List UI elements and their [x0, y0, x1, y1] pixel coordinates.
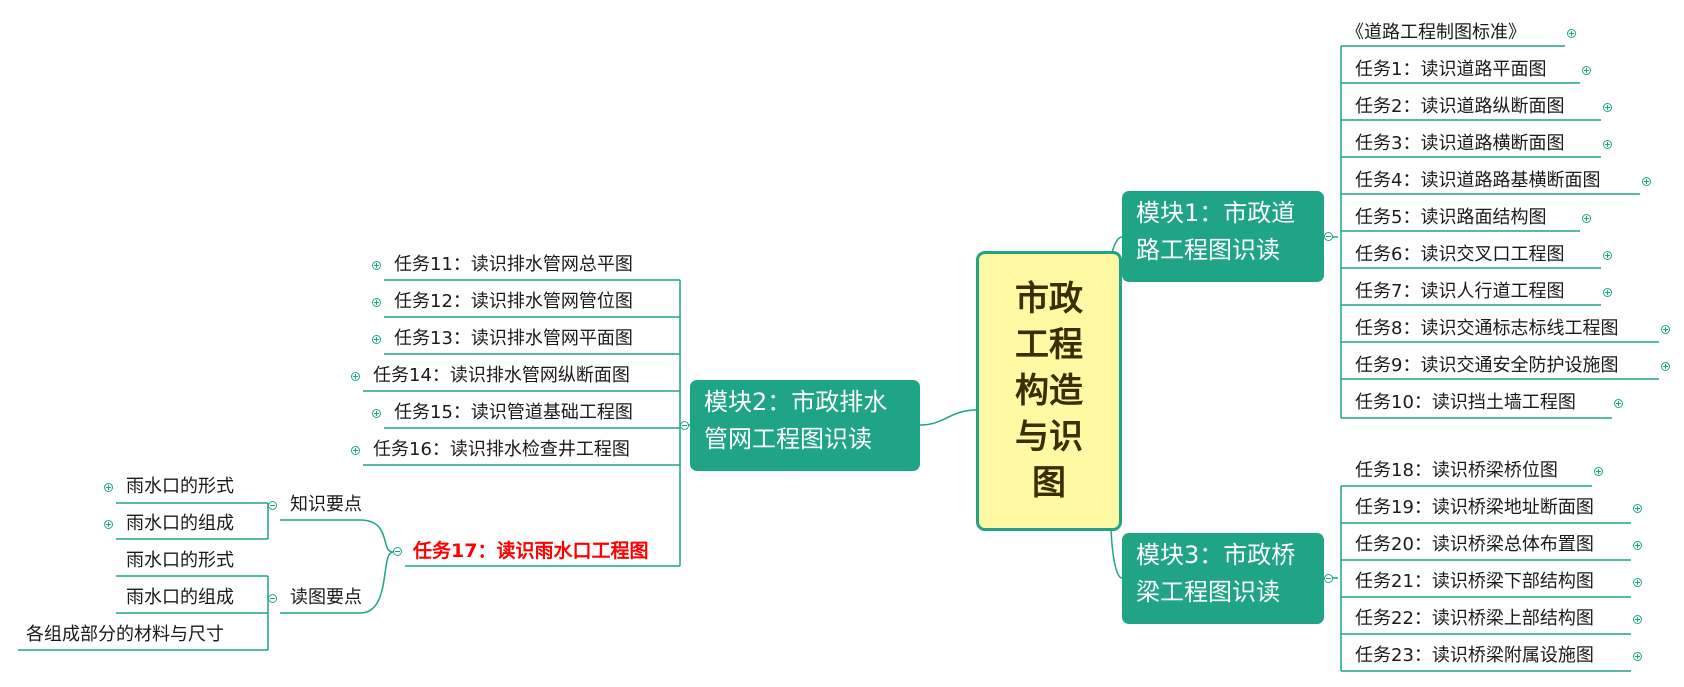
module2-label: 模块2：市政排水管网工程图识读 [704, 388, 888, 453]
expand-icon[interactable] [1633, 578, 1642, 587]
expand-icon[interactable] [1633, 615, 1642, 624]
expand-icon[interactable] [1633, 541, 1642, 550]
expand-icon[interactable] [1594, 467, 1603, 476]
expand-icon[interactable] [1582, 66, 1591, 75]
module3-item-3[interactable]: 任务21：读识桥梁下部结构图 [1355, 571, 1594, 592]
expand-icon[interactable] [1633, 504, 1642, 513]
module1-item-3[interactable]: 任务3：读识道路横断面图 [1355, 133, 1565, 154]
expand-icon[interactable] [1633, 652, 1642, 661]
expand-icon[interactable] [104, 483, 113, 492]
task17-topic[interactable]: 任务17：读识雨水口工程图 [413, 540, 649, 562]
reading-item-1[interactable]: 雨水口的组成 [126, 587, 234, 608]
collapse-icon[interactable] [1324, 232, 1333, 241]
module3-item-0[interactable]: 任务18：读识桥梁桥位图 [1355, 460, 1558, 481]
expand-icon[interactable] [1603, 251, 1612, 260]
module3-item-4[interactable]: 任务22：读识桥梁上部结构图 [1355, 608, 1594, 629]
expand-icon[interactable] [1567, 29, 1576, 38]
module3-box[interactable]: 模块3：市政桥梁工程图识读 [1122, 533, 1324, 624]
module1-item-7[interactable]: 任务7：读识人行道工程图 [1355, 281, 1565, 302]
module2-item-4[interactable]: 任务15：读识管道基础工程图 [394, 402, 633, 423]
expand-icon[interactable] [351, 446, 360, 455]
expand-icon[interactable] [1582, 214, 1591, 223]
module1-item-2[interactable]: 任务2：读识道路纵断面图 [1355, 96, 1565, 117]
expand-icon[interactable] [372, 298, 381, 307]
expand-icon[interactable] [1661, 362, 1670, 371]
central-topic-label: 市政工程构造与识图 [1015, 279, 1083, 503]
module1-item-1[interactable]: 任务1：读识道路平面图 [1355, 59, 1547, 80]
connector-center-module2 [919, 409, 977, 426]
collapse-icon[interactable] [680, 421, 689, 430]
knowledge-points-topic[interactable]: 知识要点 [290, 494, 362, 515]
module1-item-8[interactable]: 任务8：读识交通标志标线工程图 [1355, 318, 1619, 339]
expand-icon[interactable] [351, 372, 360, 381]
module2-item-5[interactable]: 任务16：读识排水检查井工程图 [373, 439, 630, 460]
connector-task17-reading [359, 551, 394, 614]
expand-icon[interactable] [1603, 288, 1612, 297]
expand-icon[interactable] [1642, 177, 1651, 186]
module3-item-1[interactable]: 任务19：读识桥梁地址断面图 [1355, 497, 1594, 518]
module1-item-9[interactable]: 任务9：读识交通安全防护设施图 [1355, 355, 1619, 376]
module2-item-1[interactable]: 任务12：读识排水管网管位图 [394, 291, 633, 312]
reading-item-2[interactable]: 各组成部分的材料与尺寸 [26, 624, 224, 645]
reading-item-0[interactable]: 雨水口的形式 [126, 550, 234, 571]
collapse-icon[interactable] [268, 594, 277, 603]
reading-points-topic[interactable]: 读图要点 [290, 587, 362, 608]
expand-icon[interactable] [1661, 325, 1670, 334]
expand-icon[interactable] [104, 520, 113, 529]
module1-item-5[interactable]: 任务5：读识路面结构图 [1355, 207, 1547, 228]
expand-icon[interactable] [372, 261, 381, 270]
collapse-icon[interactable] [1324, 574, 1333, 583]
module1-item-0[interactable]: 《道路工程制图标准》 [1346, 22, 1526, 43]
module2-item-3[interactable]: 任务14：读识排水管网纵断面图 [373, 365, 630, 386]
knowledge-item-0[interactable]: 雨水口的形式 [126, 476, 234, 497]
expand-icon[interactable] [1614, 399, 1623, 408]
module1-box[interactable]: 模块1：市政道路工程图识读 [1122, 191, 1324, 282]
module1-label: 模块1：市政道路工程图识读 [1136, 199, 1296, 264]
connector-task17-knowledge [359, 519, 394, 553]
expand-icon[interactable] [1603, 140, 1612, 149]
module2-box[interactable]: 模块2：市政排水管网工程图识读 [690, 380, 920, 471]
module1-item-6[interactable]: 任务6：读识交叉口工程图 [1355, 244, 1565, 265]
central-topic[interactable]: 市政工程构造与识图 [976, 251, 1122, 531]
module2-item-2[interactable]: 任务13：读识排水管网平面图 [394, 328, 633, 349]
expand-icon[interactable] [372, 409, 381, 418]
module3-item-5[interactable]: 任务23：读识桥梁附属设施图 [1355, 645, 1594, 666]
collapse-icon[interactable] [268, 501, 277, 510]
knowledge-item-1[interactable]: 雨水口的组成 [126, 513, 234, 534]
module1-item-10[interactable]: 任务10：读识挡土墙工程图 [1355, 392, 1576, 413]
module1-item-4[interactable]: 任务4：读识道路路基横断面图 [1355, 170, 1601, 191]
module3-label: 模块3：市政桥梁工程图识读 [1136, 541, 1296, 606]
expand-icon[interactable] [372, 335, 381, 344]
expand-icon[interactable] [1603, 103, 1612, 112]
module3-item-2[interactable]: 任务20：读识桥梁总体布置图 [1355, 534, 1594, 555]
collapse-icon[interactable] [393, 547, 402, 556]
module2-item-0[interactable]: 任务11：读识排水管网总平图 [394, 254, 633, 275]
